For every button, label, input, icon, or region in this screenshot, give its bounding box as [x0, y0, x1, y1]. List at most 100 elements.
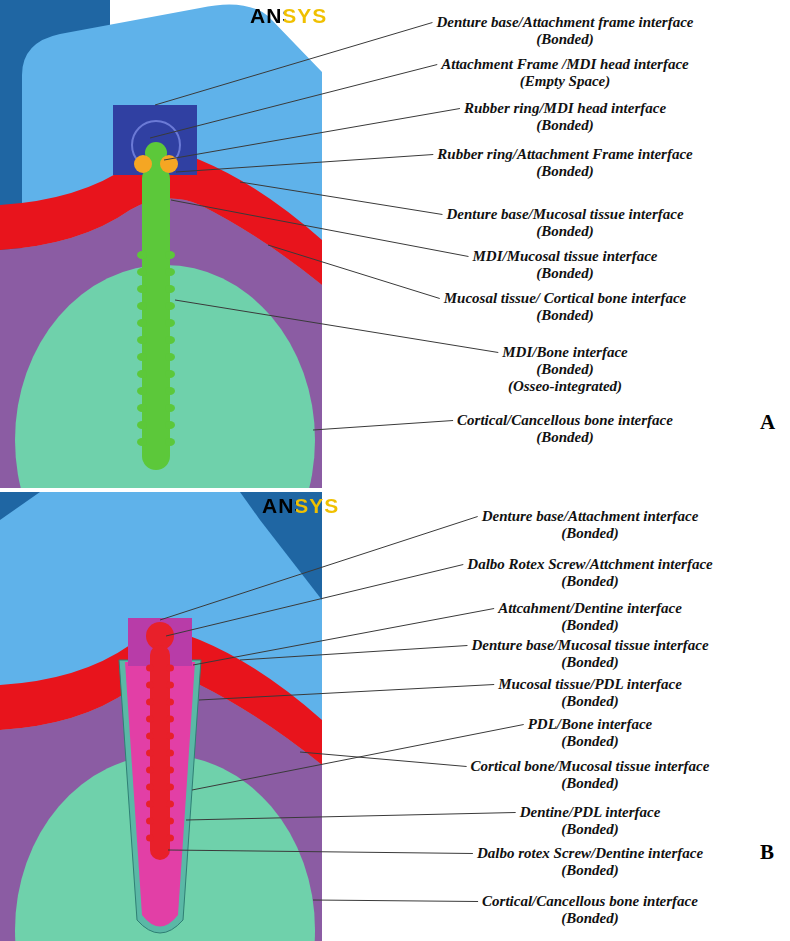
thread [146, 682, 154, 689]
thread [166, 750, 174, 757]
interface-label: PDL/Bone interface [528, 716, 653, 733]
interface-label: Rubber ring/Attachment Frame interface [437, 146, 692, 163]
interface-label: MDI/Bone interface [502, 344, 627, 361]
thread [165, 319, 175, 327]
thread [165, 421, 175, 429]
thread [137, 285, 147, 293]
interface-note: (Bonded) [536, 307, 594, 324]
thread [137, 319, 147, 327]
thread [146, 699, 154, 706]
leader-line [175, 300, 498, 353]
thread [137, 336, 147, 344]
thread [165, 302, 175, 310]
interface-label: Mucosal tissue/ Cortical bone interface [444, 290, 687, 307]
thread [137, 302, 147, 310]
rubber-ring [134, 155, 152, 173]
leader-line [193, 609, 494, 666]
thread [165, 438, 175, 446]
thread [146, 665, 154, 672]
leader-line [168, 850, 473, 854]
leader-line [240, 182, 442, 215]
leader-line [199, 685, 494, 701]
thread [166, 835, 174, 842]
leader-line [166, 565, 463, 637]
interface-label: Dalbo rotex Screw/Dentine interface [477, 845, 703, 862]
thread [146, 750, 154, 757]
interface-label: MDI/Mucosal tissue interface [472, 248, 657, 265]
interface-note: (Bonded) [561, 821, 619, 838]
interface-note: (Bonded) [536, 31, 594, 48]
leader-line [186, 813, 516, 821]
panel-b-model [0, 492, 322, 941]
thread [137, 421, 147, 429]
interface-note: (Bonded) [536, 163, 594, 180]
thread [146, 818, 154, 825]
thread [166, 784, 174, 791]
dalbo-rotex-screw [146, 622, 174, 860]
interface-note: (Empty Space) [520, 73, 610, 90]
thread [166, 716, 174, 723]
interface-label: Attachment Frame /MDI head interface [441, 56, 689, 73]
interface-note: (Bonded) [561, 617, 619, 634]
interface-label: Denture base/Mucosal tissue interface [446, 206, 683, 223]
interface-note: (Bonded) [561, 693, 619, 710]
thread [137, 353, 147, 361]
thread [137, 251, 147, 259]
leader-line [313, 421, 453, 431]
thread [165, 387, 175, 395]
panel-letter: A [760, 410, 775, 434]
interface-note: (Bonded) [536, 265, 594, 282]
thread [146, 835, 154, 842]
thread [137, 438, 147, 446]
leader-line [300, 752, 467, 767]
interface-label: Cortical bone/Mucosal tissue interface [471, 758, 710, 775]
thread [137, 268, 147, 276]
leader-line [164, 109, 460, 161]
interface-note: (Bonded) [561, 654, 619, 671]
interface-label: Attcahment/Dentine interface [498, 600, 682, 617]
interface-note: (Bonded) [561, 525, 619, 542]
interface-label: Dalbo Rotex Screw/Attchment interface [467, 556, 712, 573]
leader-line [155, 23, 432, 106]
thread [165, 268, 175, 276]
thread [146, 801, 154, 808]
thread [166, 682, 174, 689]
leader-line [192, 725, 524, 791]
leader-line [268, 245, 440, 299]
leader-line [171, 200, 468, 257]
thread [166, 801, 174, 808]
interface-label: Denture base/Attachment frame interface [436, 14, 693, 31]
thread [165, 336, 175, 344]
thread [165, 404, 175, 412]
interface-note: (Bonded) [561, 910, 619, 927]
interface-note: (Bonded) [561, 862, 619, 879]
thread [146, 716, 154, 723]
thread [137, 404, 147, 412]
thread [166, 767, 174, 774]
leader-line [150, 65, 437, 139]
interface-note: (Bonded) [561, 733, 619, 750]
interface-label: Denture base/Mucosal tissue interface [471, 637, 708, 654]
thread [146, 767, 154, 774]
interface-note: (Bonded) [561, 775, 619, 792]
thread [166, 699, 174, 706]
panel-a-model [0, 0, 322, 488]
software-logo: ANSYS [250, 4, 327, 28]
leader-line [160, 517, 478, 621]
thread [165, 285, 175, 293]
panel-letter: B [760, 840, 774, 864]
software-logo: ANSYS [262, 494, 339, 518]
leader-line [240, 646, 467, 661]
interface-label: Denture base/Attachment interface [482, 508, 699, 525]
interface-label: Cortical/Cancellous bone interface [457, 412, 673, 429]
interface-note: (Bonded) [561, 573, 619, 590]
thread [137, 370, 147, 378]
thread [166, 818, 174, 825]
mini-dental-implant [137, 142, 175, 470]
leader-line [176, 155, 433, 173]
thread [165, 370, 175, 378]
thread [137, 387, 147, 395]
interface-label: Cortical/Cancellous bone interface [482, 893, 698, 910]
thread [165, 353, 175, 361]
